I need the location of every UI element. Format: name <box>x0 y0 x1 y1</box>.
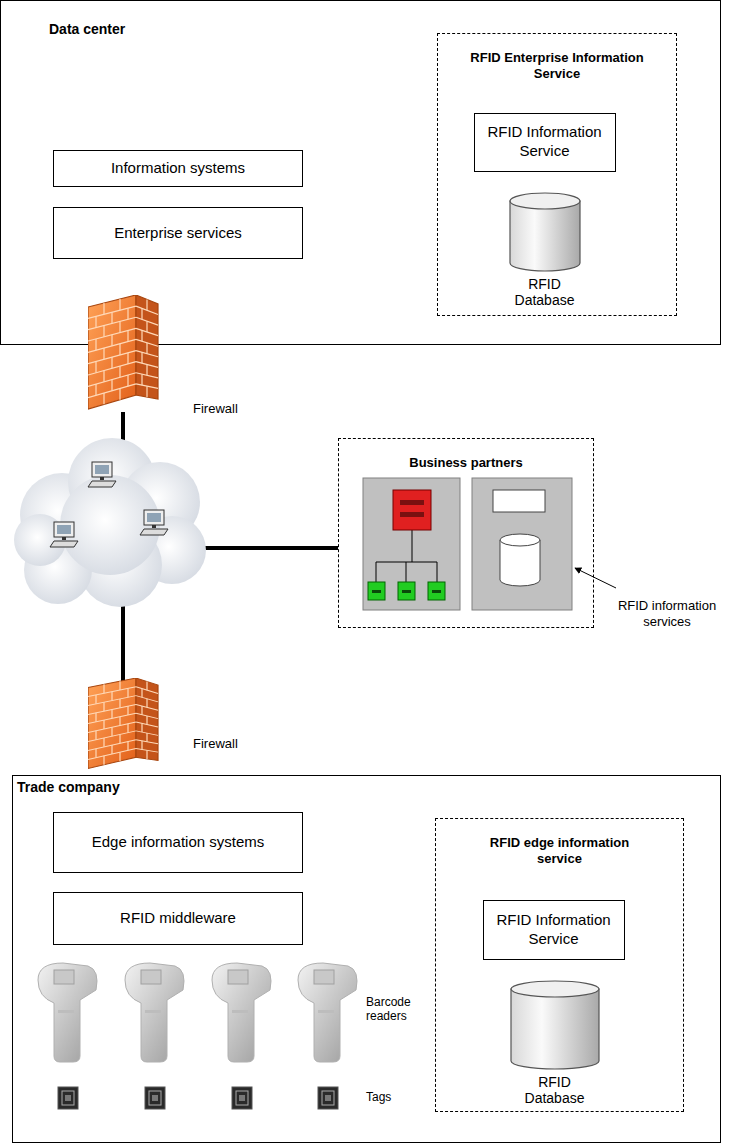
database-cylinder: RFID Database <box>495 192 595 312</box>
rfid-tag-icon <box>232 1087 252 1109</box>
box-label: Edge information systems <box>92 833 265 852</box>
box-label: Information systems <box>111 159 245 178</box>
database-top <box>511 981 599 997</box>
region-title: Data center <box>49 21 125 37</box>
service-group: Business partners <box>338 438 594 628</box>
rfid-tag-icon <box>58 1087 78 1109</box>
firewall: Firewall <box>86 293 276 417</box>
firewall: Firewall <box>86 676 276 772</box>
system-box: RFID middleware <box>53 892 303 945</box>
database-body <box>510 201 580 271</box>
brick-joints <box>88 299 158 404</box>
box-label: RFID middleware <box>120 909 236 928</box>
wall-front <box>88 678 136 768</box>
network-cloud <box>14 438 206 607</box>
box-label: Enterprise services <box>114 224 242 243</box>
callout-arrow <box>575 568 616 588</box>
database-label: RFID Database <box>505 276 585 310</box>
device-label: Barcode readers <box>366 995 430 1024</box>
firewall-icon <box>88 678 160 770</box>
database-top <box>510 193 580 209</box>
rfid-tag-icon <box>318 1087 338 1109</box>
database-shape <box>495 192 595 274</box>
firewall-label: Firewall <box>193 401 238 416</box>
barcode-readers <box>38 963 357 1062</box>
group-title: Business partners <box>366 455 566 471</box>
barcode-reader-icon <box>212 963 271 1062</box>
partner-system-panel <box>363 478 460 610</box>
box-label: RFID Information Service <box>483 123 607 161</box>
group-title: RFID edge information service <box>485 835 635 868</box>
barcode-reader-icon <box>298 963 357 1062</box>
site-region: Trade companyEdge information systemsRFI… <box>12 775 721 1143</box>
device-label: Tags <box>366 1090 430 1104</box>
system-box: Enterprise services <box>53 207 303 259</box>
system-box: RFID Information Service <box>483 900 625 960</box>
system-box: Information systems <box>53 150 303 187</box>
wall-side <box>136 678 158 760</box>
computer-icon <box>140 510 168 535</box>
database-body <box>511 989 599 1069</box>
barcode-reader-icon <box>38 963 97 1062</box>
computer-icon <box>50 522 78 547</box>
firewall-icon <box>88 295 160 411</box>
computer-icon <box>88 462 116 487</box>
firewall-label: Firewall <box>193 736 238 751</box>
brick-joints <box>88 681 158 765</box>
rfid-tags <box>58 1087 338 1109</box>
barcode-reader-icon <box>125 963 184 1062</box>
system-box: RFID Information Service <box>474 113 616 172</box>
partner-information-panel <box>472 478 572 610</box>
wall-side <box>136 295 158 399</box>
database-shape <box>500 980 610 1072</box>
database-label: RFID Database <box>515 1074 595 1108</box>
group-title: RFID Enterprise Information Service <box>467 50 647 83</box>
database-cylinder: RFID Database <box>500 980 610 1110</box>
site-region: Data centerInformation systemsEnterprise… <box>0 0 721 345</box>
rfid-tag-icon <box>145 1087 165 1109</box>
region-title: Trade company <box>17 779 120 795</box>
box-label: RFID Information Service <box>492 911 616 949</box>
callout-label: RFID information services <box>605 598 729 629</box>
service-group: RFID edge information serviceRFID Inform… <box>435 818 684 1112</box>
wall-front <box>88 295 136 409</box>
service-group: RFID Enterprise Information ServiceRFID … <box>437 33 677 316</box>
system-box: Edge information systems <box>53 812 303 873</box>
